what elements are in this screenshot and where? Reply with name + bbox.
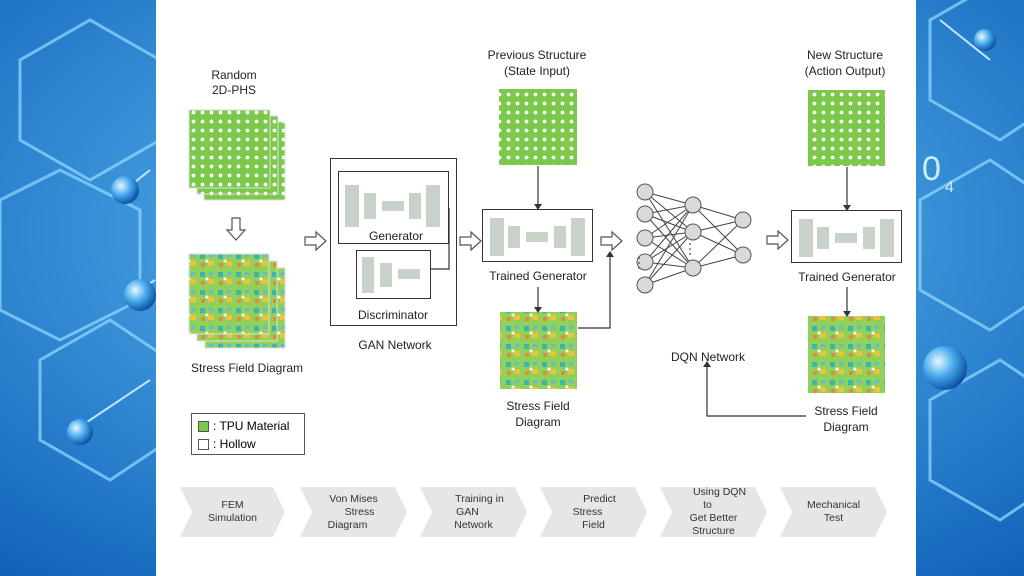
dqn-ellipsis-dot bbox=[638, 267, 640, 269]
step-5-line-1: Using DQN to bbox=[692, 486, 747, 511]
dqn-ellipsis-dot bbox=[689, 248, 691, 250]
step-1-line-2: Simulation bbox=[207, 512, 258, 524]
dqn-network-graph bbox=[636, 183, 752, 294]
decor-text: 0 bbox=[922, 150, 941, 188]
stress-mid-label-2: Diagram bbox=[515, 415, 561, 429]
legend: : TPU Material : Hollow bbox=[191, 413, 305, 455]
new-structure-label-1: New Structure bbox=[806, 48, 884, 62]
arrow-right-hollow-4 bbox=[766, 229, 789, 251]
stress-mid-label-1: Stress Field bbox=[506, 399, 570, 413]
trained-generator-1-blocks bbox=[490, 218, 585, 256]
dqn-network-label: DQN Network bbox=[670, 350, 745, 364]
dqn-node-layer-1 bbox=[636, 229, 654, 247]
step-2-line-2: Stress Diagram bbox=[327, 505, 375, 531]
legend-hollow-label: : Hollow bbox=[213, 437, 256, 451]
dqn-edge bbox=[644, 191, 694, 233]
dqn-node-layer-3 bbox=[734, 211, 752, 229]
legend-tpu-label: : TPU Material bbox=[213, 419, 290, 433]
dqn-node-layer-1 bbox=[636, 205, 654, 223]
dqn-edge bbox=[644, 231, 694, 286]
discriminator-label: Discriminator bbox=[357, 308, 428, 322]
dqn-node-layer-1 bbox=[636, 183, 654, 201]
dqn-edge bbox=[692, 219, 744, 269]
tpu-swatch bbox=[198, 420, 209, 432]
trained-generator-2-label: Trained Generator bbox=[798, 270, 896, 284]
generator-label: Generator bbox=[368, 229, 424, 243]
step-6-line-2: Test bbox=[823, 512, 844, 524]
legend-item-hollow: : Hollow bbox=[198, 437, 256, 451]
stress-tile-1 bbox=[188, 253, 270, 335]
gan-network-label: GAN Network bbox=[358, 338, 432, 352]
dqn-ellipsis-dot bbox=[689, 253, 691, 255]
stress-right-label-2: Diagram bbox=[823, 420, 869, 434]
step-2-line-1: Von Mises bbox=[329, 492, 378, 505]
dqn-edge bbox=[644, 204, 694, 286]
arrow-right-hollow-1 bbox=[304, 230, 327, 252]
random-structure-tile-1 bbox=[188, 109, 271, 189]
dqn-ellipsis-dot bbox=[638, 257, 640, 259]
hollow-swatch bbox=[198, 438, 209, 450]
legend-item-tpu: : TPU Material bbox=[198, 419, 289, 433]
dqn-ellipsis-dot bbox=[689, 243, 691, 245]
arrow-right-hollow-2 bbox=[459, 230, 482, 252]
new-structure-label-2: (Action Output) bbox=[804, 64, 886, 78]
dqn-node-layer-1 bbox=[636, 276, 654, 294]
decor-subscript: 4 bbox=[945, 179, 954, 196]
previous-structure-label-1: Previous Structure bbox=[487, 48, 587, 62]
step-5-line-3: Structure bbox=[692, 525, 735, 537]
dqn-edge bbox=[644, 204, 694, 239]
random-label-1: Random bbox=[211, 68, 257, 82]
dqn-edge bbox=[644, 231, 694, 263]
dqn-node-layer-2 bbox=[684, 259, 702, 277]
trained-generator-1-label: Trained Generator bbox=[489, 269, 587, 283]
random-label-2: 2D-PHS bbox=[211, 83, 256, 97]
step-4-line-2: Field bbox=[582, 518, 605, 531]
discriminator-blocks bbox=[362, 257, 420, 293]
dqn-edge bbox=[644, 204, 694, 263]
step-3-line-1: Training in GAN bbox=[455, 492, 504, 518]
step-4-line-1: Predict Stress bbox=[572, 492, 616, 518]
dqn-edge bbox=[644, 191, 694, 269]
step-5-line-2: Get Better bbox=[689, 512, 738, 524]
dqn-edge bbox=[644, 213, 694, 269]
dqn-node-layer-3 bbox=[734, 246, 752, 264]
previous-structure-label-2: (State Input) bbox=[503, 64, 571, 78]
new-structure-tile bbox=[808, 90, 885, 166]
stress-mid-tile bbox=[500, 312, 577, 389]
dqn-edge bbox=[644, 237, 694, 269]
stress-left-label: Stress Field Diagram bbox=[190, 361, 304, 375]
arrow-right-hollow-3 bbox=[600, 230, 623, 252]
dqn-node-layer-2 bbox=[684, 223, 702, 241]
dqn-node-layer-1 bbox=[636, 253, 654, 271]
dqn-edge bbox=[692, 254, 744, 269]
dqn-edge bbox=[644, 213, 694, 233]
trained-generator-2-blocks bbox=[799, 219, 894, 257]
step-6-line-1: Mechanical bbox=[806, 499, 861, 511]
dqn-ellipsis-dot bbox=[638, 262, 640, 264]
previous-structure-tile bbox=[499, 89, 577, 165]
stress-right-label-1: Stress Field bbox=[814, 404, 878, 418]
dqn-edge bbox=[692, 204, 744, 221]
step-1-line-1: FEM bbox=[221, 499, 244, 511]
dqn-node-layer-2 bbox=[684, 196, 702, 214]
dqn-edge bbox=[692, 219, 744, 233]
step-3-line-2: Network bbox=[454, 518, 493, 531]
dqn-edge bbox=[692, 204, 744, 256]
stress-right-tile bbox=[808, 316, 885, 393]
arrow-down-hollow bbox=[225, 217, 247, 241]
generator-blocks bbox=[345, 185, 440, 227]
